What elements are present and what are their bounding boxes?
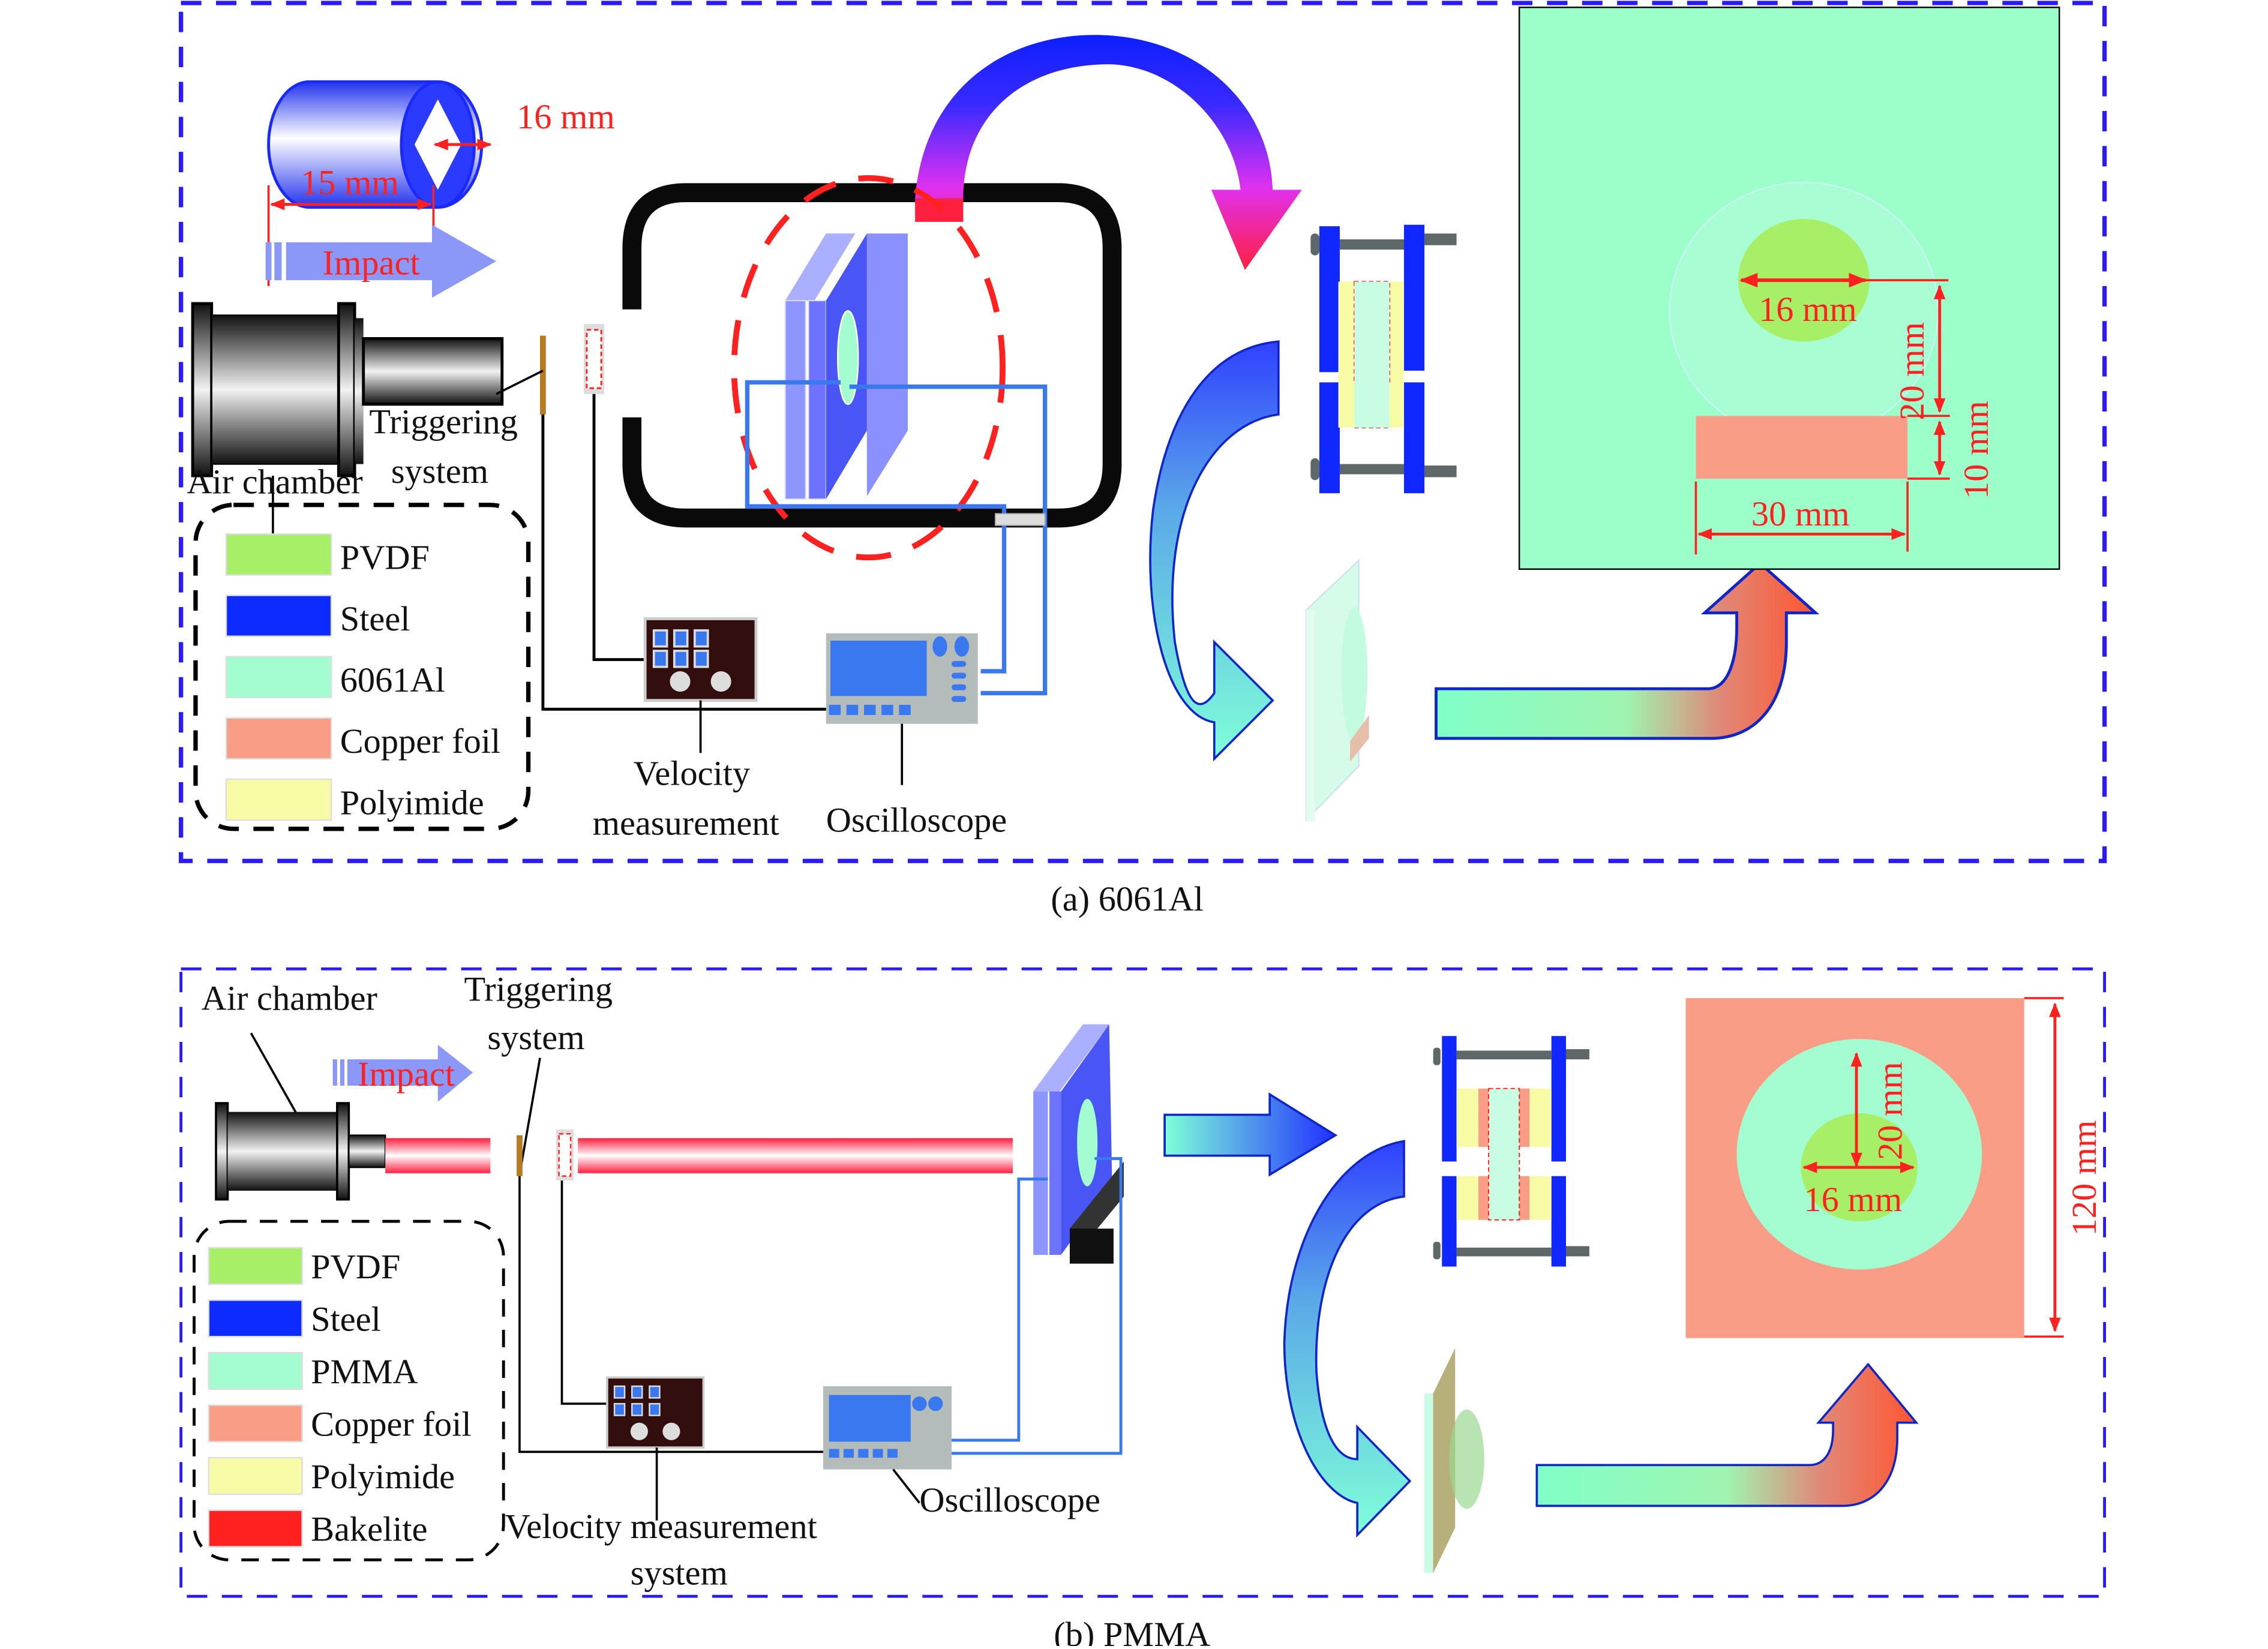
- pvdf-diameter-label-b: 16 mm: [1804, 1180, 1902, 1219]
- legend-swatch: [208, 1456, 303, 1495]
- panel-b-frame: [179, 967, 2106, 1598]
- highlight-circle: [731, 175, 1006, 561]
- legend-label: Steel: [311, 1299, 381, 1338]
- pvdf-diameter-label: 16 mm: [1759, 290, 1857, 329]
- impact-label-b: Impact: [358, 1055, 455, 1094]
- velocity-meter-icon: [643, 617, 758, 702]
- legend-swatch: [225, 656, 332, 699]
- legend-swatch: [225, 594, 332, 637]
- target-detail-b: 16 mm 20 mm 120 mm: [1685, 997, 2104, 1338]
- legend-swatch: [208, 1404, 303, 1443]
- zoom-arrow-icon: [915, 35, 1302, 271]
- projectile-diameter-label: 16 mm: [517, 97, 615, 136]
- velocity-label-line1: Velocity: [634, 754, 750, 793]
- legend-swatch: [208, 1246, 303, 1285]
- oscilloscope-label-b: Oscilloscope: [919, 1480, 1100, 1519]
- signal-wires: [745, 380, 1048, 696]
- straight-arrow-icon: [1163, 1092, 1338, 1177]
- air-chamber-label-b: Air chamber: [202, 978, 377, 1017]
- triggering-label-b2: system: [487, 1018, 584, 1057]
- oscilloscope-icon: [826, 633, 978, 724]
- target-plate-3d-icon: [1305, 558, 1369, 822]
- legend-label: 6061Al: [340, 660, 445, 699]
- distance-label: 20 mm: [1892, 322, 1931, 420]
- projectile-length-label: 15 mm: [301, 163, 399, 202]
- legend-label: Bakelite: [311, 1510, 427, 1549]
- legend-label: Copper foil: [340, 722, 500, 761]
- trigger-icon-b: [517, 1135, 523, 1176]
- velocity-sensor-icon: [583, 324, 605, 394]
- triggering-label-b1: Triggering: [464, 970, 613, 1009]
- impact-arrow-icon: [265, 224, 497, 298]
- vacuum-chamber-icon: [622, 183, 1122, 528]
- legend-label: PVDF: [311, 1247, 400, 1286]
- legend-swatch: [208, 1299, 303, 1338]
- flow-arrow-icon-b: [1283, 1140, 1412, 1538]
- legend-label: PMMA: [311, 1352, 418, 1391]
- oscilloscope-icon-b: [823, 1386, 952, 1470]
- air-chamber-icon-b: [215, 1102, 386, 1201]
- foil-width-label: 30 mm: [1751, 494, 1850, 533]
- legend-label: Polyimide: [311, 1457, 455, 1496]
- flow-arrow-icon: [1149, 340, 1280, 762]
- oscilloscope-label: Oscilloscope: [826, 801, 1007, 840]
- size-label-b: 120 mm: [2065, 1120, 2104, 1236]
- legend-swatch: [208, 1509, 303, 1548]
- velocity-sensor-icon-b: [556, 1129, 574, 1181]
- air-chamber-icon: [191, 302, 504, 477]
- legend-label: Steel: [340, 599, 410, 638]
- legend-swatch: [225, 778, 332, 821]
- panel-a-frame: [178, 1, 2107, 863]
- air-chamber-label: Air chamber: [187, 462, 362, 501]
- panel-a: 16 mm 15 mm Impact Air chamber Triggerin…: [178, 1, 2107, 918]
- legend-label: Polyimide: [340, 783, 484, 822]
- impact-arrow-icon-b: [332, 1044, 473, 1102]
- panel-b: Air chamber Triggering system Impact: [179, 967, 2106, 1649]
- target-plate-3d-icon-b: [1424, 1348, 1484, 1573]
- caption-b: (b) PMMA: [1054, 1615, 1210, 1646]
- legend-swatch: [225, 533, 332, 576]
- triggering-label-line2: system: [391, 452, 488, 491]
- clamp-fixture-icon-b: [1433, 1036, 1589, 1267]
- velocity-label-b2: system: [631, 1554, 728, 1593]
- velocity-meter-icon-b: [606, 1376, 705, 1449]
- trigger-icon: [540, 335, 546, 414]
- impact-label: Impact: [323, 243, 420, 282]
- legend-a: [193, 503, 531, 831]
- caption-a: (a) 6061Al: [1051, 879, 1203, 918]
- clamp-fixture-icon: [1310, 224, 1457, 494]
- bakelite-rod: [578, 1138, 1013, 1173]
- legend-label: Copper foil: [311, 1405, 471, 1444]
- target-assembly-icon: [784, 233, 908, 500]
- target-detail-a: 16 mm 20 mm 10 mm 30 mm: [1518, 7, 2060, 570]
- legend-swatch: [225, 717, 332, 760]
- projectile-rod: [385, 1138, 491, 1173]
- bent-arrow-icon: [1435, 561, 1820, 740]
- bent-arrow-icon-b: [1535, 1362, 1919, 1507]
- triggering-label-line1: Triggering: [369, 403, 518, 441]
- radius-label-b: 20 mm: [1870, 1062, 1909, 1160]
- target-assembly-icon-b: [1033, 1024, 1124, 1264]
- velocity-label-b1: Velocity measurement: [505, 1507, 817, 1546]
- copper-foil: [1696, 416, 1908, 479]
- velocity-label-line2: measurement: [593, 803, 779, 842]
- legend-swatch: [208, 1351, 303, 1390]
- foil-height-label: 10 mm: [1957, 401, 1996, 499]
- legend-label: PVDF: [340, 538, 430, 577]
- legend-b: [193, 1220, 505, 1561]
